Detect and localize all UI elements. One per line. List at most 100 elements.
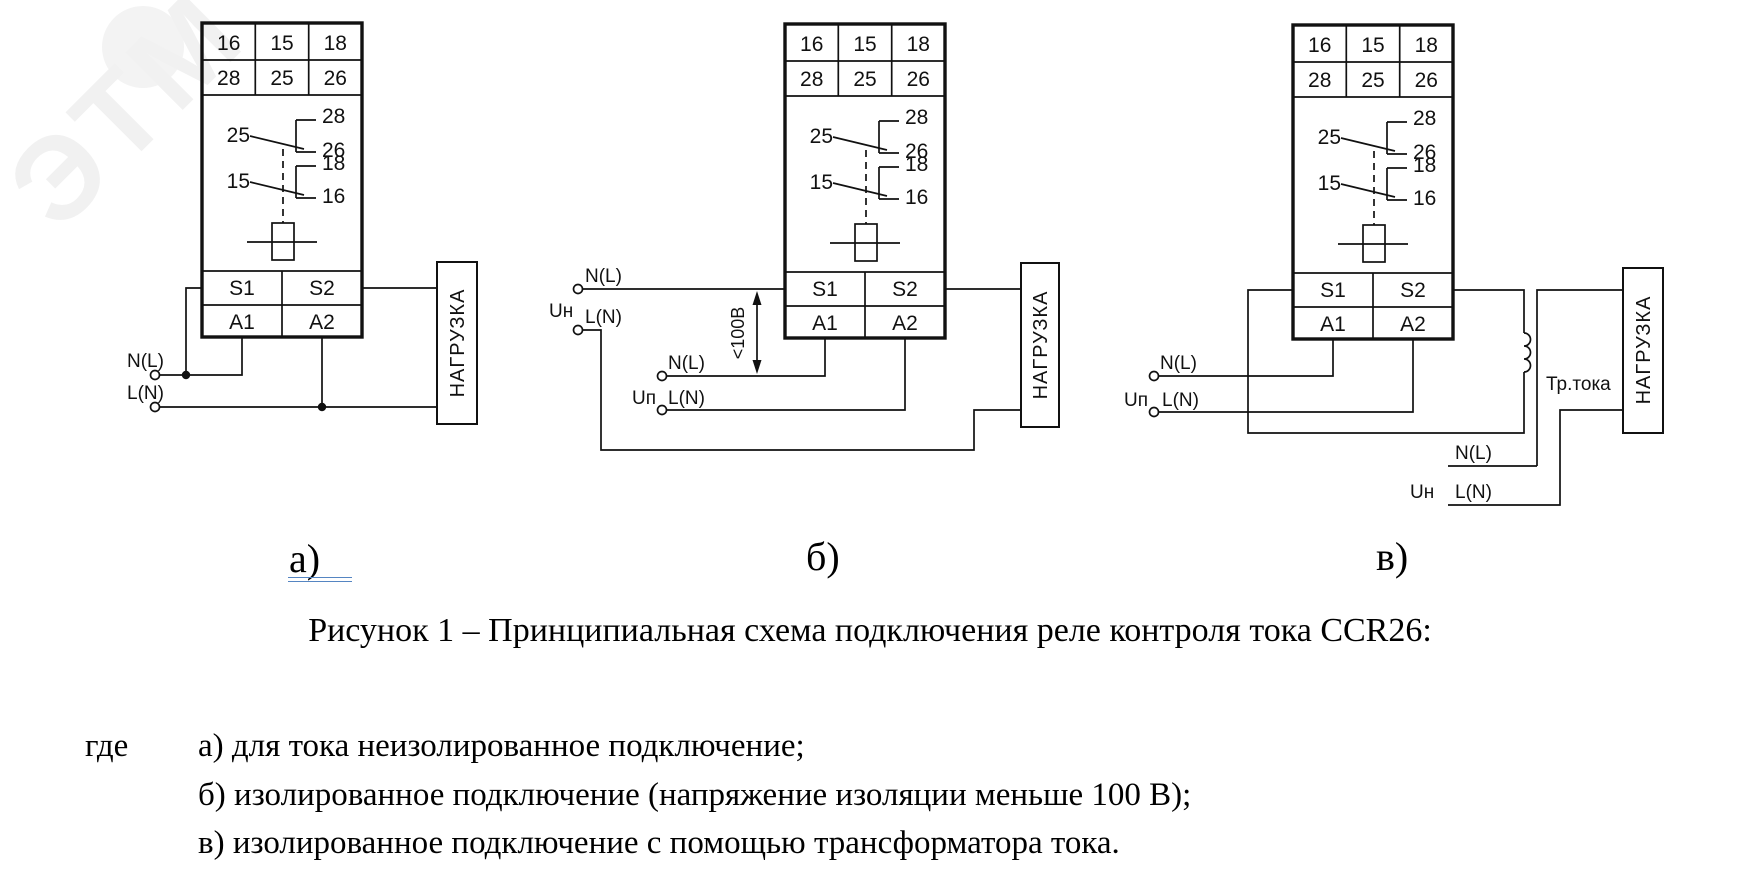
subfigure-label-a: а) — [289, 536, 321, 581]
legend-item-a: а) для тока неизолированное подключение; — [198, 728, 805, 764]
load-box — [436, 261, 478, 425]
legend-item-b: б) изолированное подключение (напряжение… — [198, 776, 1192, 813]
terminal-label: S2 — [309, 277, 335, 300]
supply-terminal — [1148, 370, 1160, 382]
supply-terminal — [149, 401, 161, 413]
supply-terminal — [1148, 406, 1160, 418]
relay-grid-lines — [202, 23, 362, 337]
current-transformer-label: Тр.тока — [1546, 374, 1611, 395]
wire — [1158, 339, 1334, 377]
supply-label: L(N) — [127, 383, 164, 404]
arrow-down-icon — [752, 360, 762, 374]
wire — [666, 338, 906, 411]
wiring-diagram-b: N(L) Uн L(N) N(L) Uп L(N) <100В НАГРУЗКА — [549, 262, 1060, 451]
contact-arm-lines — [249, 135, 305, 196]
supply-label: N(L) — [585, 266, 622, 287]
watermark-logo — [102, 6, 184, 88]
contact-bracket-lines — [295, 119, 316, 199]
terminal-label: 18 — [324, 32, 347, 55]
relay-block-a: 16 15 18 28 25 26 28 26 18 16 25 15 S1 S… — [200, 21, 364, 339]
supply-label: Uн — [549, 301, 573, 322]
contact-label: 28 — [905, 106, 928, 129]
relay-grid-lines — [1293, 25, 1453, 339]
contact-label: 28 — [1413, 107, 1436, 130]
terminal-label: 15 — [270, 32, 293, 55]
contact-bracket-lines — [878, 120, 899, 200]
terminal-label: 26 — [324, 67, 347, 90]
wiring-diagram-a: N(L) L(N) НАГРУЗКА — [127, 261, 478, 425]
terminal-label: 26 — [1415, 69, 1438, 92]
contact-label: 16 — [905, 186, 928, 209]
terminal-label: 16 — [1308, 34, 1331, 57]
wire — [1536, 289, 1623, 466]
contact-label: 16 — [322, 185, 345, 208]
wire — [185, 287, 202, 375]
figure-caption: Рисунок 1 – Принципиальная схема подключ… — [308, 612, 1432, 649]
terminal-label: 26 — [907, 68, 930, 91]
wire — [1448, 409, 1623, 506]
terminal-label: S1 — [1320, 279, 1346, 302]
terminal-label: 25 — [853, 68, 876, 91]
terminal-label: 18 — [907, 33, 930, 56]
supply-terminal — [149, 369, 161, 381]
junction-dot — [317, 402, 327, 412]
terminal-label: A2 — [309, 311, 335, 334]
legend-line: где а) для тока неизолированное подключен… — [85, 722, 1191, 771]
terminal-label: A1 — [812, 312, 838, 335]
contact-label: 15 — [1318, 172, 1341, 195]
terminal-label: 16 — [217, 32, 240, 55]
load-label: НАГРУЗКА — [1633, 296, 1655, 405]
contact-label: 25 — [810, 125, 833, 148]
contact-label: 18 — [322, 152, 345, 175]
isolation-voltage-label: <100В — [728, 307, 748, 360]
supply-terminal — [572, 283, 584, 295]
terminal-label: 28 — [800, 68, 823, 91]
contact-label: 18 — [905, 153, 928, 176]
supply-label: N(L) — [1160, 353, 1197, 374]
supply-label: L(N) — [1455, 482, 1492, 503]
terminal-label: S1 — [812, 278, 838, 301]
terminal-label: 25 — [1361, 69, 1384, 92]
contact-label: 15 — [810, 171, 833, 194]
spellcheck-underline — [288, 577, 352, 582]
contact-label: 28 — [322, 105, 345, 128]
current-transformer-coil — [1523, 332, 1532, 373]
wire — [1158, 339, 1414, 413]
terminal-label: 15 — [853, 33, 876, 56]
terminal-label: 28 — [217, 67, 240, 90]
legend-item-c: в) изолированное подключение с помощью т… — [198, 825, 1120, 861]
load-label: НАГРУЗКА — [447, 289, 469, 398]
contact-arm-lines — [1340, 137, 1396, 198]
wire — [1247, 289, 1525, 434]
load-label: НАГРУЗКА — [1030, 291, 1052, 400]
contact-label: 25 — [227, 124, 250, 147]
wire — [159, 337, 243, 376]
terminal-label: A1 — [1320, 313, 1346, 336]
terminal-label: 28 — [1308, 69, 1331, 92]
terminal-label: 16 — [800, 33, 823, 56]
contact-label: 26 — [1413, 141, 1436, 164]
figure-legend: где а) для тока неизолированное подключен… — [85, 722, 1191, 868]
supply-terminal — [656, 370, 668, 382]
supply-label: Uп — [632, 388, 656, 409]
contact-label: 18 — [1413, 154, 1436, 177]
terminal-label: A2 — [1400, 313, 1426, 336]
relay-block-c: 16 15 18 28 25 26 28 26 18 16 25 15 S1 S… — [1291, 23, 1455, 341]
supply-label: N(L) — [1455, 443, 1492, 464]
terminal-label: S2 — [892, 278, 918, 301]
relay-grid-lines — [785, 24, 945, 338]
subfigure-label-b: б) — [806, 534, 840, 579]
wire — [1453, 289, 1525, 333]
terminal-label: A1 — [229, 311, 255, 334]
load-box — [1020, 262, 1060, 428]
wiring-diagram-c: N(L) Uп L(N) Тр.тока N(L) Uн L(N) НАГРУЗ… — [1124, 267, 1664, 506]
contact-bracket-lines — [1386, 121, 1407, 201]
legend-intro: где — [85, 728, 129, 764]
supply-label: L(N) — [668, 388, 705, 409]
contact-label: 15 — [227, 170, 250, 193]
contact-label: 26 — [322, 139, 345, 162]
supply-label: Uп — [1124, 390, 1148, 411]
supply-label: L(N) — [1162, 390, 1199, 411]
contact-label: 16 — [1413, 187, 1436, 210]
junction-dot — [181, 370, 191, 380]
